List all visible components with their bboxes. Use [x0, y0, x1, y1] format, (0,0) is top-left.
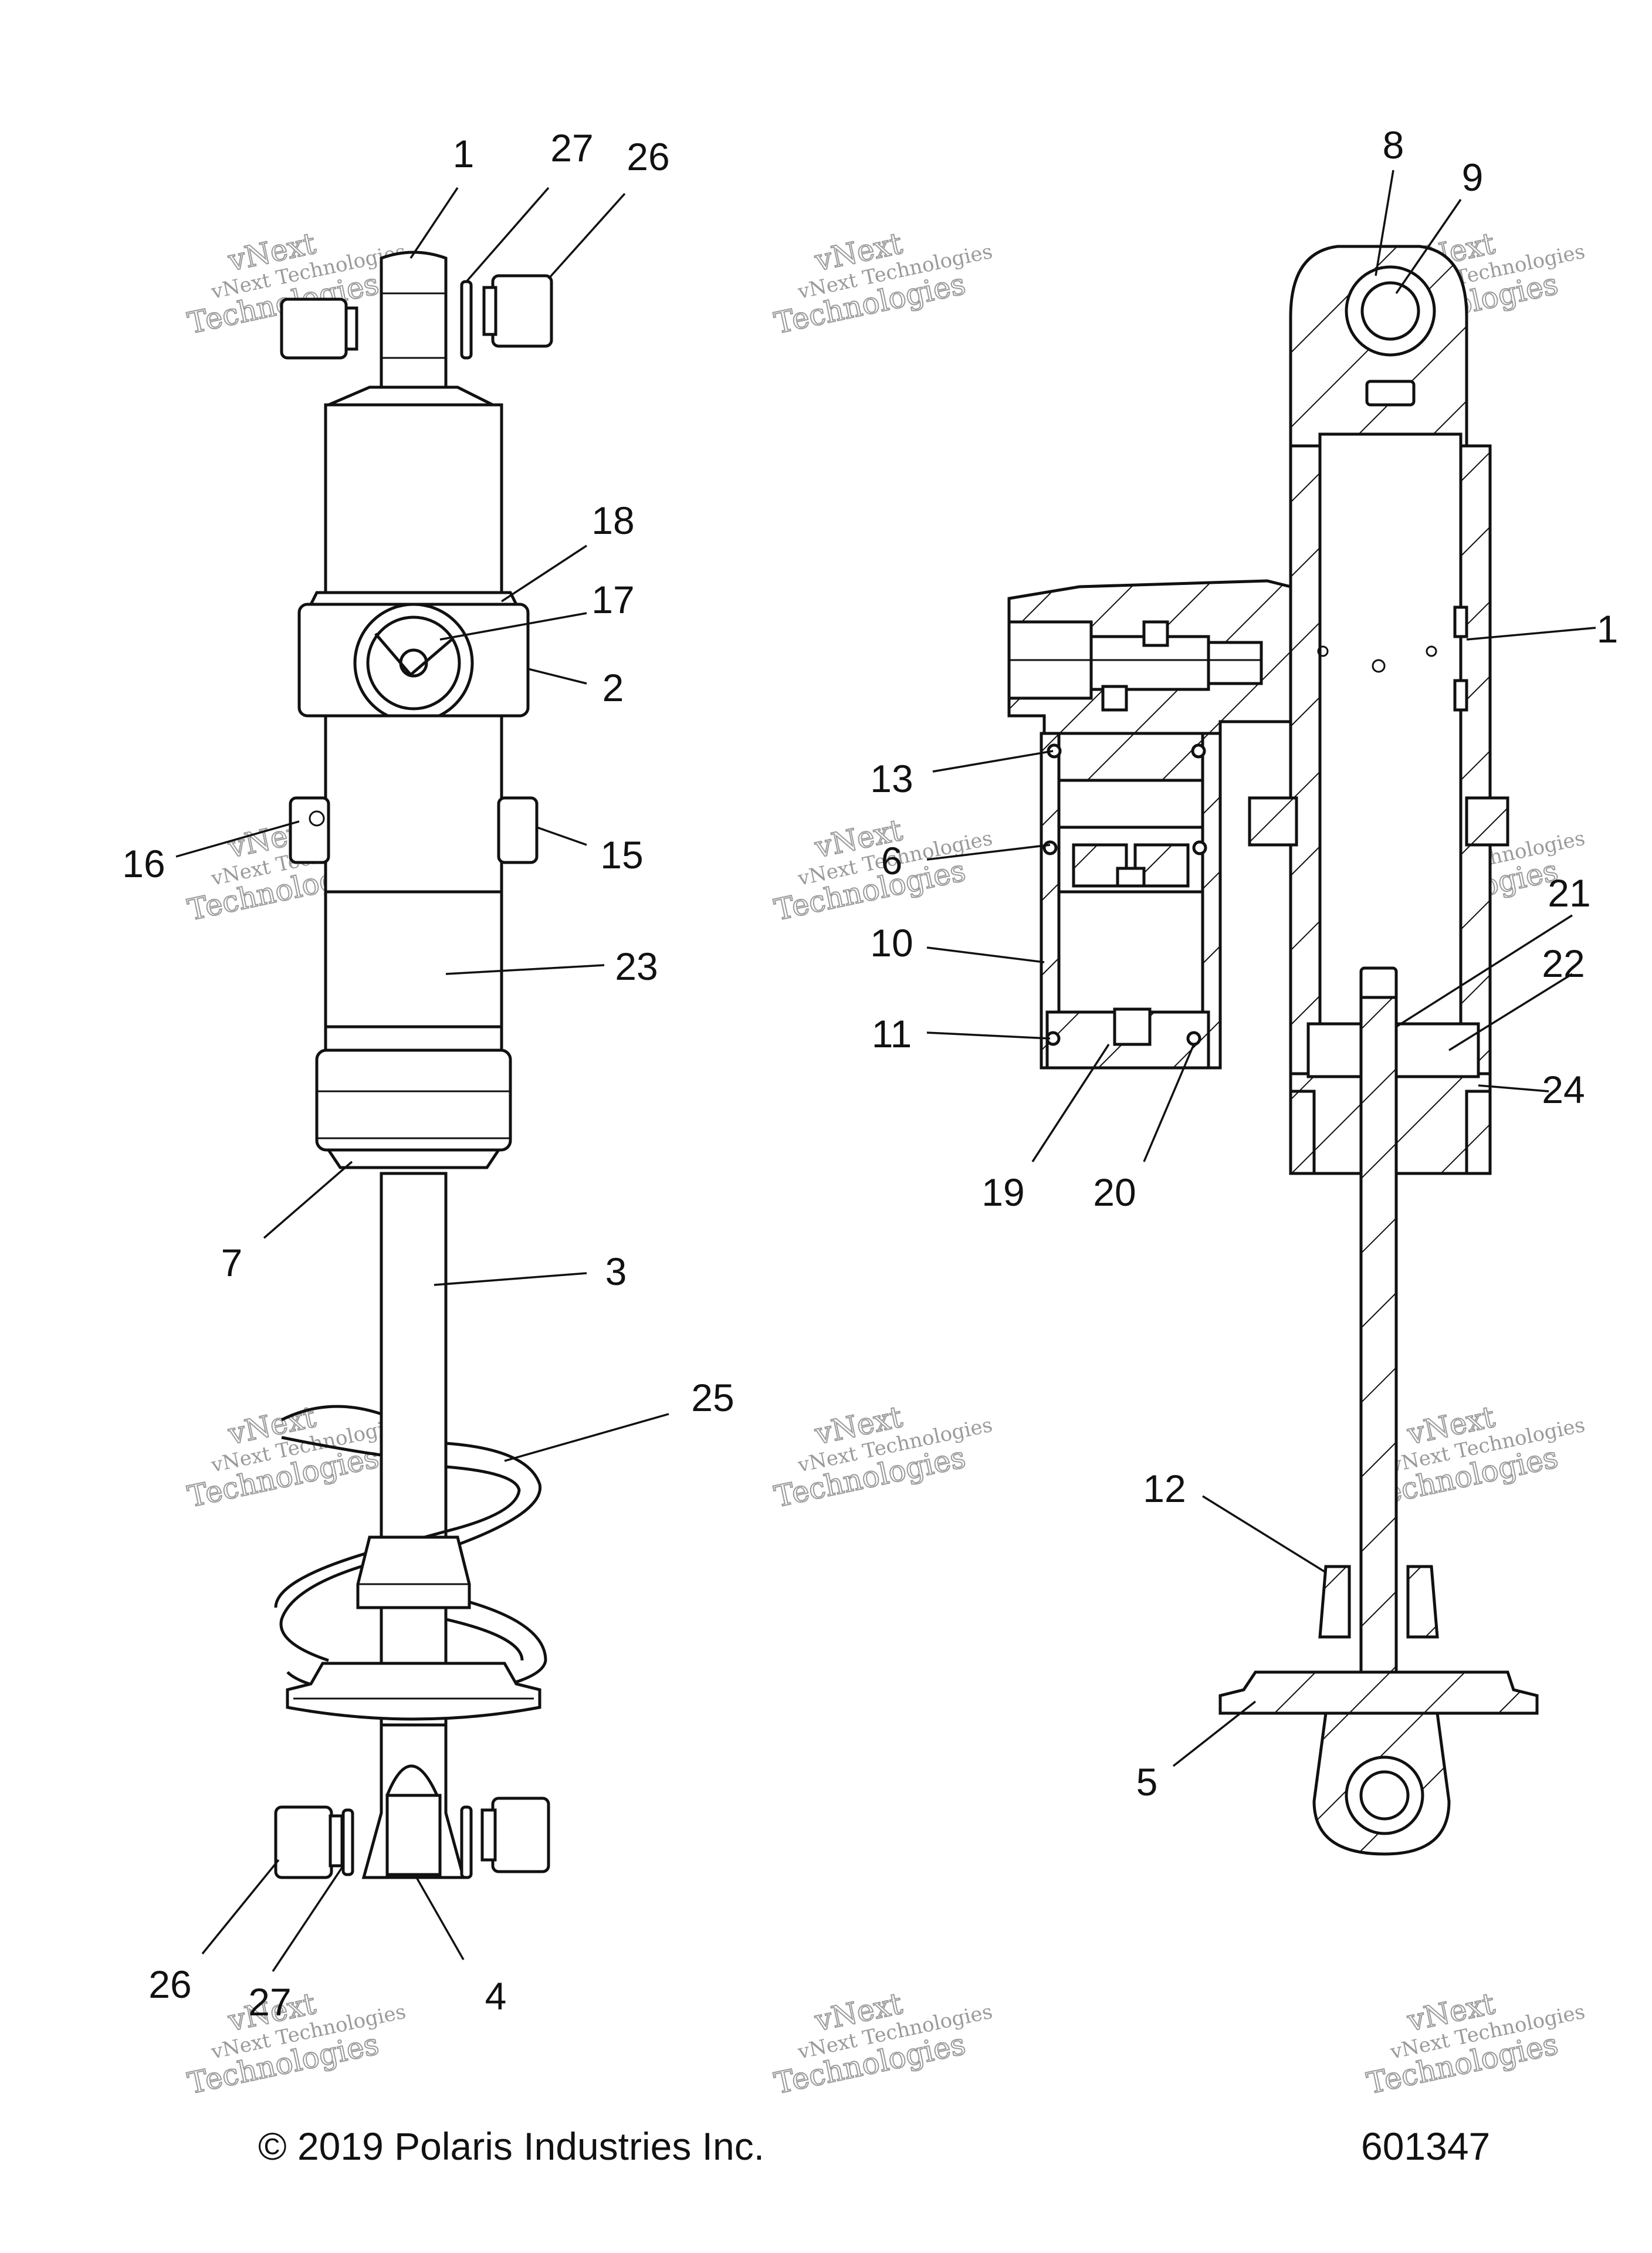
callout-8: 8 — [1383, 123, 1404, 167]
callout-2: 2 — [602, 666, 624, 709]
copyright-notice: © 2019 Polaris Industries Inc. — [258, 2125, 765, 2168]
callout-27-top: 27 — [550, 126, 593, 170]
callout-21: 21 — [1548, 871, 1590, 915]
clip-right — [497, 796, 539, 864]
shock-exterior-view — [274, 251, 553, 1879]
callout-10: 10 — [870, 921, 913, 965]
bottom-bushing-left — [274, 1805, 344, 1879]
callout-16: 16 — [122, 842, 165, 885]
reservoir-body — [324, 403, 503, 594]
shock-cross-section — [1007, 245, 1539, 1856]
callout-13: 13 — [870, 757, 913, 800]
callout-9: 9 — [1462, 155, 1484, 199]
callout-19: 19 — [981, 1171, 1024, 1214]
section-spring-retainer — [1318, 1565, 1351, 1639]
piston-shaft — [380, 1172, 448, 1756]
callout-3: 3 — [605, 1250, 627, 1293]
callout-15: 15 — [600, 833, 643, 877]
leader-lines — [175, 170, 1596, 1972]
top-seal-ring — [460, 280, 473, 360]
body-cap — [315, 1048, 512, 1152]
callout-6: 6 — [881, 839, 903, 882]
callout-22: 22 — [1542, 942, 1585, 985]
callout-1-section: 1 — [1597, 607, 1619, 651]
section-spring-seat — [1218, 1670, 1539, 1715]
callout-17: 17 — [591, 578, 634, 621]
section-main-tube — [1318, 432, 1463, 1070]
clip-left — [289, 796, 330, 864]
callout-18: 18 — [591, 499, 634, 542]
top-bushing-right — [482, 274, 553, 348]
spring-retainer-upper — [356, 1535, 471, 1609]
callout-27-bottom: 27 — [248, 1980, 291, 2024]
callout-26-top: 26 — [627, 135, 669, 178]
top-bushing-left — [280, 297, 358, 360]
callout-7: 7 — [221, 1241, 243, 1284]
lower-spring-seat — [286, 1662, 541, 1721]
callout-labels: 1 27 26 18 17 2 16 15 23 7 3 25 26 27 4 … — [122, 123, 1618, 2024]
callout-26-bottom: 26 — [148, 1963, 191, 2006]
callout-25: 25 — [691, 1376, 734, 1419]
callout-5: 5 — [1136, 1760, 1158, 1804]
callout-23: 23 — [615, 945, 658, 988]
callout-11: 11 — [872, 1012, 912, 1056]
section-shaft — [1359, 996, 1398, 1721]
callout-20: 20 — [1093, 1171, 1136, 1214]
callout-24: 24 — [1542, 1068, 1585, 1111]
callout-1: 1 — [453, 132, 475, 175]
top-eyelet — [380, 251, 448, 389]
callout-4: 4 — [485, 1974, 507, 2018]
bottom-bushing-right — [480, 1797, 550, 1873]
figure-number: 601347 — [1361, 2125, 1491, 2168]
callout-12: 12 — [1143, 1467, 1186, 1510]
bottom-seal-ring — [341, 1805, 473, 1879]
